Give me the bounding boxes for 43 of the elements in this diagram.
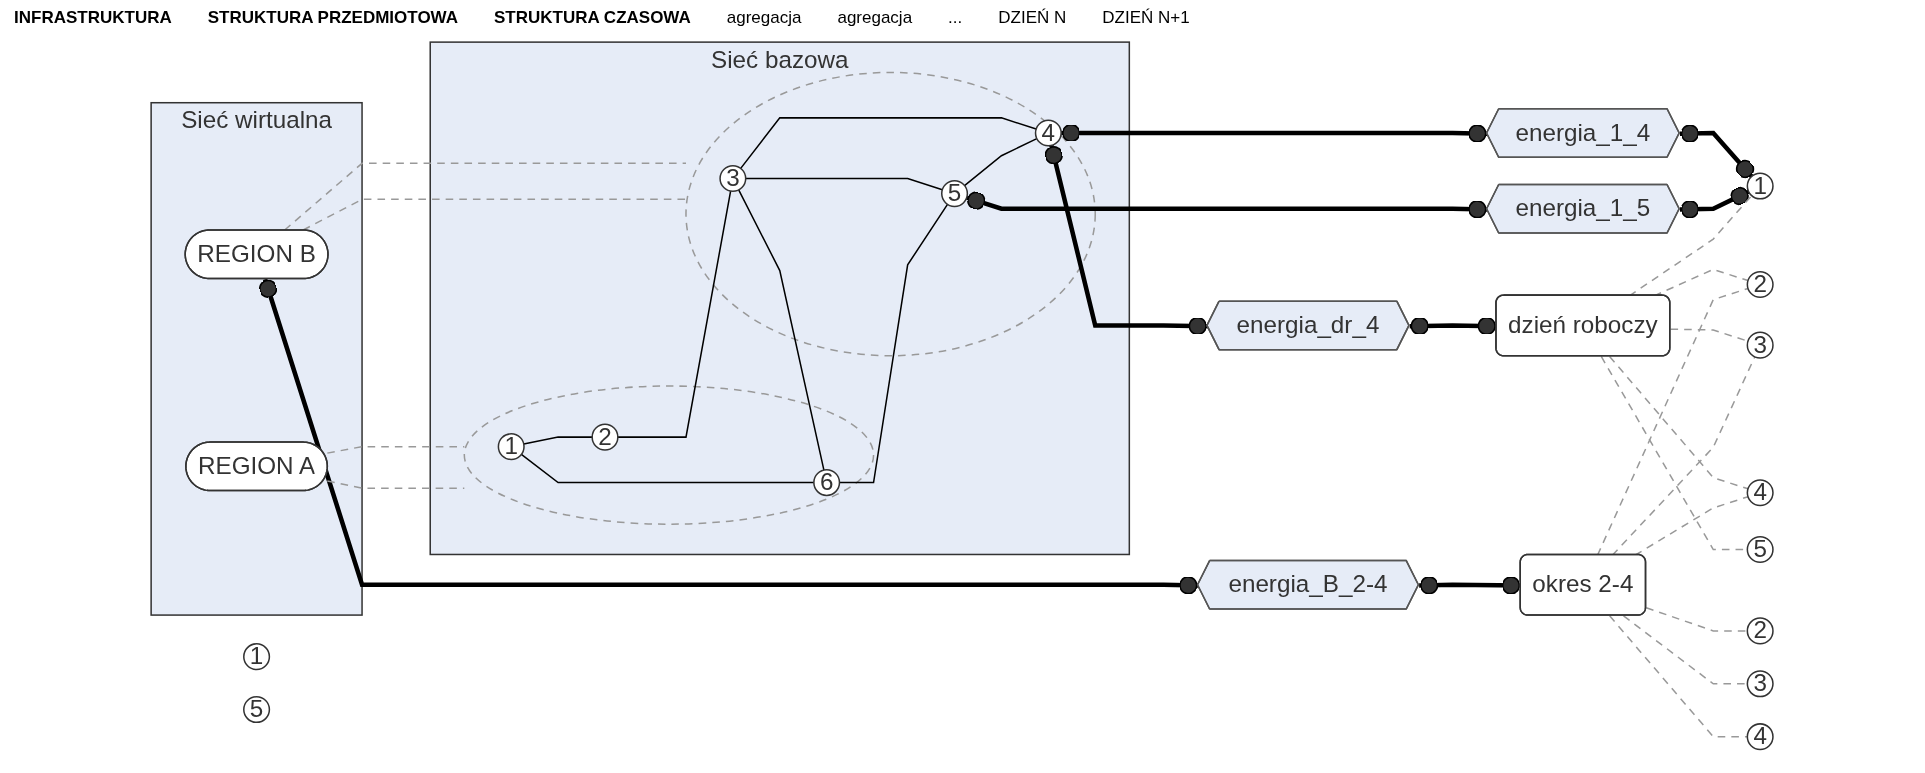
cluster bbox=[464, 385, 875, 525]
node-circle: 6 bbox=[813, 469, 841, 497]
node-circle: 4 bbox=[1747, 723, 1775, 751]
column-heading: STRUKTURA PRZEDMIOTOWA bbox=[206, 7, 459, 29]
node-circle: 1 bbox=[498, 433, 526, 461]
node-circle: 1 bbox=[243, 643, 271, 671]
connector bbox=[740, 117, 1038, 170]
connector bbox=[1600, 355, 1749, 551]
connector bbox=[259, 278, 1199, 595]
connector bbox=[1612, 356, 1757, 556]
node-circle: 3 bbox=[1747, 670, 1775, 698]
annotation-text: DZIEŃ N+1 bbox=[1101, 7, 1191, 29]
connector bbox=[327, 480, 466, 489]
connector bbox=[1061, 123, 1488, 143]
connector bbox=[738, 189, 826, 471]
connector bbox=[966, 191, 1488, 219]
annotation-text: ... bbox=[947, 7, 964, 29]
connector bbox=[302, 198, 688, 231]
connector bbox=[1680, 124, 1755, 179]
node-circle: 1 bbox=[1747, 172, 1775, 200]
column-heading: STRUKTURA CZASOWA bbox=[493, 7, 692, 29]
annotation-text: agregacja bbox=[836, 7, 914, 29]
node-circle: 2 bbox=[1747, 270, 1775, 299]
node-circle: 3 bbox=[719, 164, 747, 193]
connector bbox=[1609, 615, 1749, 738]
connector bbox=[1045, 144, 1209, 336]
annotation-text: agregacja bbox=[725, 7, 803, 29]
node-circle: 4 bbox=[1035, 119, 1063, 147]
column-heading: INFRASTRUKTURA bbox=[13, 7, 173, 29]
node-circle: 5 bbox=[243, 696, 271, 724]
node-circle: 3 bbox=[1747, 331, 1775, 359]
annotation-text: DZIEŃ N bbox=[997, 7, 1068, 29]
cluster bbox=[685, 71, 1097, 357]
node-circle: 2 bbox=[591, 423, 619, 451]
connector bbox=[839, 203, 949, 484]
node-circle: 5 bbox=[1747, 535, 1775, 564]
connector bbox=[284, 162, 688, 231]
connector bbox=[1629, 194, 1753, 297]
node-circle: 2 bbox=[1747, 617, 1775, 645]
connector bbox=[1680, 186, 1751, 219]
connector bbox=[327, 445, 466, 454]
node-circle: 4 bbox=[1747, 479, 1775, 507]
node-circle: 5 bbox=[941, 180, 969, 208]
